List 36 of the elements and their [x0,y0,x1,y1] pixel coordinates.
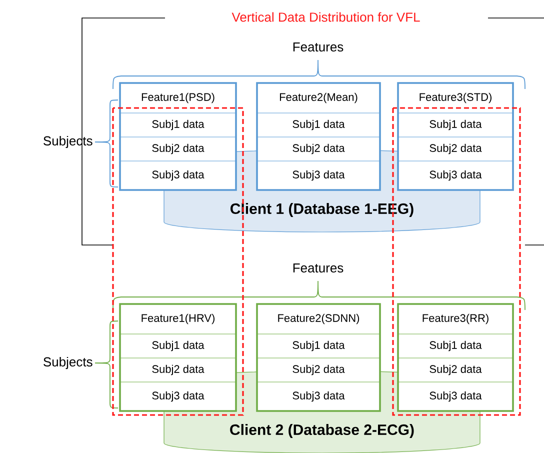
label: Subjects [44,356,92,370]
row-text: Subj3 data [152,391,204,402]
column-header: Feature2(Mean) [280,92,358,104]
row-text: Subj2 data [292,144,345,154]
label: Features [293,42,344,52]
row-text: Subj2 data [152,144,204,154]
row-text: Subj1 data [152,340,204,352]
feature-table [256,303,381,412]
row-text: Subj1 data [430,340,482,352]
title: Vertical Data Distribution for VFL [232,12,420,22]
database-label: Client 1 (Database 1-EEG) [230,203,414,217]
column-header: Feature3(RR) [422,314,488,324]
row-text: Subj1 data [292,120,345,130]
label: Features [293,263,344,273]
row-text: Subj1 data [430,120,482,130]
column-header: Feature3(STD) [420,92,492,104]
feature-table [397,303,514,412]
row-text: Subj2 data [152,364,204,376]
row-text: Subj1 data [152,120,204,130]
column-header: Feature2(SDNN) [278,314,360,324]
row-text: Subj3 data [430,391,482,402]
row-text: Subj3 data [292,391,345,402]
feature-table [256,82,381,191]
feature-table [397,82,514,191]
column-header: Feature1(HRV) [142,314,214,324]
row-text: Subj3 data [152,170,204,181]
feature-table [119,303,237,412]
row-text: Subj2 data [292,364,345,376]
row-text: Subj3 data [430,170,482,181]
column-header: Feature1(PSD) [142,92,214,104]
row-text: Subj2 data [430,144,482,154]
row-text: Subj1 data [292,340,345,352]
feature-table [119,82,237,191]
row-text: Subj3 data [292,170,345,181]
database-label: Client 2 (Database 2-ECG) [230,424,414,438]
row-text: Subj2 data [430,364,482,376]
